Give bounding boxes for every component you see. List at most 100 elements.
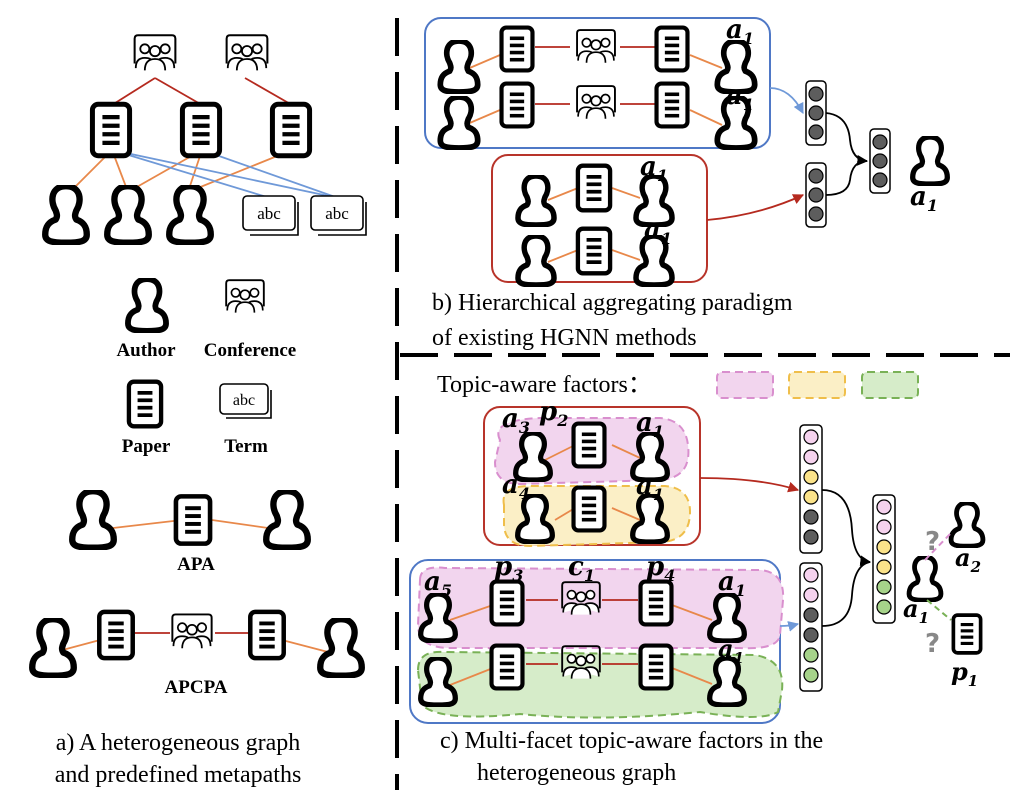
embedding-vector	[799, 562, 823, 692]
conference-icon	[225, 34, 269, 72]
paper-icon	[574, 488, 605, 531]
conference-icon	[171, 613, 213, 650]
term-icon: abc	[242, 195, 299, 236]
term-icon: abc	[310, 195, 367, 236]
factor-pink-swatch	[716, 371, 774, 399]
blue-arrow	[769, 87, 804, 114]
panel-c: Topic-aware factors： a3 p2 a1 a4 a1	[409, 371, 983, 786]
term-text: abc	[257, 204, 281, 223]
paper-icon	[578, 166, 610, 211]
paper-icon	[492, 646, 523, 689]
factor-yellow-swatch	[788, 371, 846, 399]
node-label-a3: a3	[502, 404, 530, 437]
caption-a-line1: a) A heterogeneous graph	[56, 730, 301, 756]
paper-icon	[176, 496, 210, 543]
paper-icon	[129, 382, 161, 427]
question-mark: ?	[925, 527, 940, 557]
conference-icon	[576, 29, 616, 64]
black-arrow	[821, 489, 872, 567]
red-arrow	[706, 194, 804, 221]
node-label-a1: a1	[910, 182, 938, 215]
legend-paper-label: Paper	[122, 436, 171, 457]
paper-icon	[92, 104, 129, 155]
node-label-a1: a1	[636, 471, 664, 504]
question-mark: ?	[925, 629, 940, 659]
author-icon	[169, 186, 211, 243]
conference-icon	[225, 279, 265, 314]
aggregated-vector	[872, 494, 896, 624]
candidate-link	[924, 531, 953, 561]
author-icon	[45, 186, 87, 243]
red-arrow	[699, 477, 800, 493]
node-label-p1: p1	[951, 657, 978, 690]
paper-icon	[641, 646, 672, 689]
node-label-a1: a1	[644, 215, 672, 248]
black-arrow	[821, 561, 871, 627]
node-label-p4: p4	[646, 552, 675, 585]
author-icon	[518, 236, 554, 285]
legend-author-label: Author	[116, 340, 176, 361]
author-icon	[266, 491, 308, 548]
node-label-a1: a1	[903, 594, 929, 627]
term-text: abc	[233, 392, 255, 409]
node-label-c1: c1	[568, 552, 595, 585]
node-label-a2: a2	[955, 543, 981, 576]
author-icon	[128, 279, 166, 331]
paper-icon	[578, 229, 610, 274]
black-arrow	[825, 160, 868, 196]
node-label-a1: a1	[726, 15, 754, 48]
legend-term-label: Term	[224, 436, 268, 457]
conference-icon	[576, 85, 616, 120]
node-label-p3: p3	[494, 552, 523, 585]
node-label-p2: p2	[539, 397, 568, 430]
paper-icon	[574, 424, 605, 467]
caption-b-line2: of existing HGNN methods	[432, 325, 697, 351]
aggregated-vector	[869, 128, 891, 194]
term-text: abc	[325, 204, 349, 223]
embedding-vector	[799, 424, 823, 554]
paper-icon	[250, 612, 283, 658]
apcpa-group-box	[424, 17, 771, 149]
node-label-a1: a1	[726, 81, 754, 114]
node-label-a4: a4	[502, 470, 530, 503]
embedding-vector	[805, 162, 827, 228]
paper-icon	[99, 612, 132, 658]
paper-icon	[657, 28, 688, 71]
paper-icon	[492, 582, 523, 625]
metapath-apa-label: APA	[177, 554, 215, 575]
author-icon	[913, 137, 948, 184]
term-icon: abc	[219, 383, 272, 419]
conference-icon	[133, 34, 177, 72]
paper-icon	[641, 582, 672, 625]
paper-icon	[182, 104, 219, 155]
topic-factors-label: Topic-aware factors：	[437, 372, 652, 398]
caption-c-line2: heterogeneous graph	[477, 760, 676, 786]
author-icon	[107, 186, 149, 243]
panel-a: abc abc Author Conference Paper abc Term…	[32, 34, 367, 788]
blue-arrow	[779, 621, 800, 632]
embedding-vector	[805, 80, 827, 146]
node-label-a1: a1	[718, 567, 746, 600]
paper-icon	[272, 104, 309, 155]
author-icon	[951, 503, 983, 546]
metapath-apcpa-label: APCPA	[165, 677, 228, 698]
factor-green-swatch	[861, 371, 919, 399]
node-label-a1: a1	[718, 634, 744, 667]
node-label-a1: a1	[636, 408, 664, 441]
node-label-a1: a1	[640, 152, 668, 185]
author-icon	[320, 619, 362, 676]
node-label-a5: a5	[424, 567, 452, 600]
paper-icon	[657, 84, 688, 127]
author-icon	[32, 619, 74, 676]
candidate-link	[926, 599, 952, 621]
paper-icon	[951, 613, 983, 655]
caption-c-line1: c) Multi-facet topic-aware factors in th…	[440, 728, 823, 754]
black-arrow	[825, 112, 869, 166]
paper-icon	[502, 84, 533, 127]
author-icon	[72, 491, 114, 548]
apcpa-group-box	[409, 559, 781, 724]
caption-b-line1: b) Hierarchical aggregating paradigm	[432, 290, 793, 316]
panel-b: a1 a1 a1 a1	[424, 15, 948, 351]
legend-conference-label: Conference	[204, 340, 297, 361]
